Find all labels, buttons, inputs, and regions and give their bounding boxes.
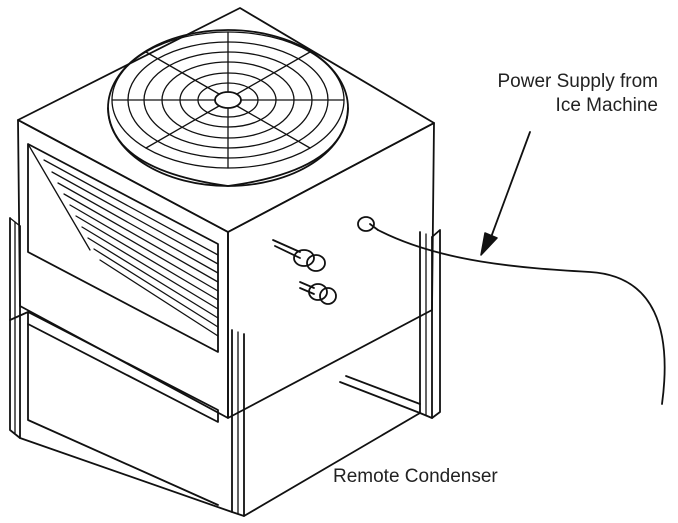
power-supply-label-line1: Power Supply from bbox=[497, 71, 658, 92]
power-supply-label: Power Supply from Ice Machine bbox=[497, 70, 658, 118]
coil-louver-panel bbox=[27, 143, 219, 353]
power-supply-label-line2: Ice Machine bbox=[555, 95, 658, 116]
stand-leg-right bbox=[419, 229, 441, 419]
stand-leg-left bbox=[9, 217, 21, 439]
cabinet-right-face bbox=[227, 122, 435, 419]
refrigerant-fittings bbox=[272, 239, 337, 305]
stand-leg-front bbox=[19, 329, 245, 517]
fan-grille-icon bbox=[107, 29, 349, 187]
condenser-cabinet bbox=[9, 7, 435, 506]
stand-frame bbox=[9, 217, 441, 517]
remote-condenser-label: Remote Condenser bbox=[333, 466, 498, 487]
lower-panel bbox=[27, 311, 219, 423]
fitting-lower bbox=[299, 281, 337, 305]
arrow-icon bbox=[480, 131, 531, 256]
power-supply-cord bbox=[357, 216, 666, 405]
fitting-upper bbox=[272, 239, 326, 272]
